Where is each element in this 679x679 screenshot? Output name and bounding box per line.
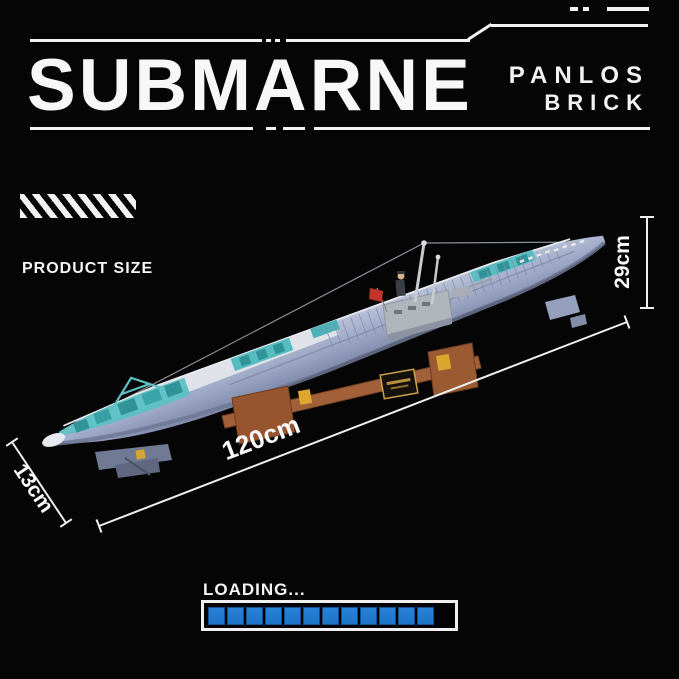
progress-square: [265, 606, 282, 625]
stand-plaque: [379, 368, 419, 400]
sailor-figure: [395, 271, 406, 297]
product-size-label: PRODUCT SIZE: [22, 260, 154, 277]
corner-dash: [583, 7, 589, 11]
brand-name-line2: BRICK: [544, 90, 649, 115]
dimension-height: [640, 216, 654, 309]
progress-square: [341, 606, 358, 625]
loading-label: LOADING...: [203, 580, 306, 599]
progress-square: [227, 606, 244, 625]
header-line-top-left: [30, 39, 262, 42]
progress-bar: [201, 600, 458, 631]
flag: [369, 287, 388, 313]
dimension-length: [95, 315, 631, 533]
header-line-dot: [266, 39, 271, 42]
corner-dash-long: [607, 7, 649, 11]
page-title: SUBMARNE: [27, 45, 473, 126]
bow-cap: [42, 432, 66, 447]
bow-planes: [95, 444, 172, 478]
header-line-top-right: [491, 24, 648, 27]
header-line-diagonal: [467, 22, 493, 41]
progress-square: [303, 606, 320, 625]
header-line-top-mid: [286, 39, 470, 42]
keel-shadow: [50, 241, 606, 447]
dimension-beam-label: 13cm: [9, 460, 58, 517]
submarine-hull: [42, 235, 606, 447]
header-underline-dash: [283, 127, 305, 130]
stand-yellow-post: [297, 389, 313, 405]
progress-square: [360, 606, 377, 625]
display-stand: [221, 342, 482, 445]
header-underline-left: [30, 127, 253, 130]
progress-square: [322, 606, 339, 625]
deck-gun: [451, 278, 493, 298]
header-underline-dash: [266, 127, 276, 130]
hazard-stripes-icon: [20, 194, 136, 218]
progress-square: [284, 606, 301, 625]
bow-aframe: [110, 376, 166, 412]
stand-yellow-post: [435, 353, 452, 371]
flood-holes: [519, 239, 585, 264]
progress-square: [246, 606, 263, 625]
header-line-dot: [275, 39, 280, 42]
progress-square: [208, 606, 225, 625]
progress-square: [398, 606, 415, 625]
stern-fin: [545, 295, 587, 328]
progress-square: [417, 606, 434, 625]
brand-name-line1: PANLOS: [508, 62, 649, 89]
dimension-beam: [5, 437, 73, 528]
submarine-illustration: 29cm 120cm 13cm: [5, 216, 654, 533]
periscope-mast: [430, 256, 440, 305]
conning-tower: [369, 240, 493, 341]
dimension-height-label: 29cm: [611, 235, 634, 289]
header-underline-right: [314, 127, 650, 130]
teal-cutaway-sections: [59, 249, 537, 436]
periscope-mast: [413, 242, 426, 303]
corner-dash: [570, 7, 578, 11]
progress-square: [379, 606, 396, 625]
